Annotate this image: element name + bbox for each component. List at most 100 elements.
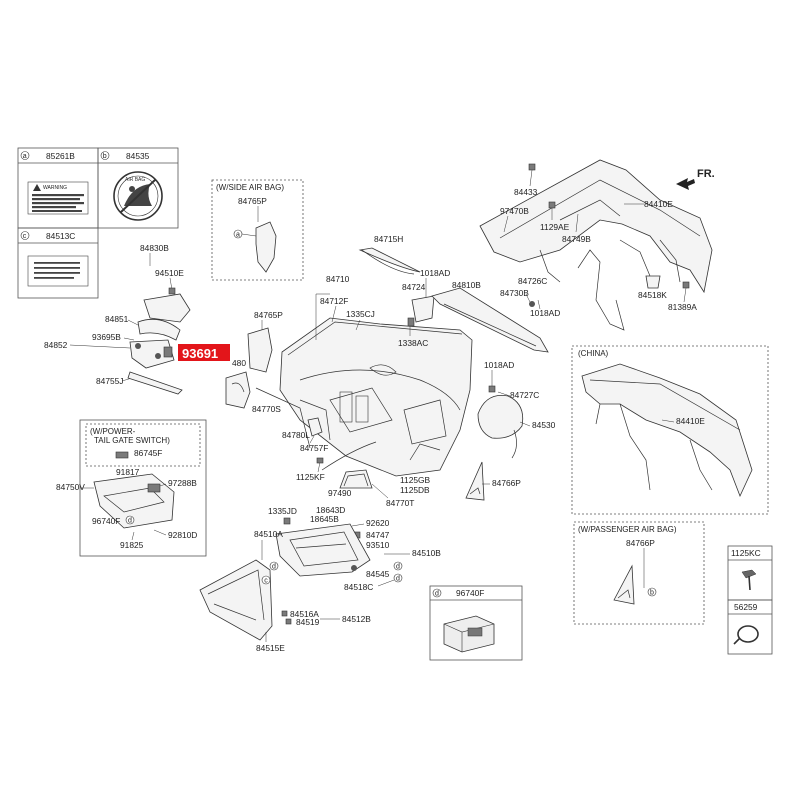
legend-box-1125KC: 1125KC bbox=[727, 545, 773, 601]
part-label-84765P_side: 84765P bbox=[238, 196, 267, 206]
part-label-97470B: 97470B bbox=[500, 206, 529, 216]
svg-text:b: b bbox=[650, 590, 654, 597]
part-label-1018AD_b: 1018AD bbox=[530, 308, 560, 318]
front-direction-label: FR. bbox=[697, 168, 715, 180]
svg-text:d: d bbox=[272, 564, 276, 571]
airbag-logo-text: AIR BAG bbox=[125, 177, 145, 183]
legend-part-84513C: 84513C bbox=[46, 231, 75, 241]
part-label-94510E: 94510E bbox=[155, 268, 184, 278]
part-label-96740F: 96740F bbox=[92, 516, 120, 526]
highlight-part-93691: 93691 bbox=[178, 344, 230, 361]
legend-box-56259: 56259 bbox=[727, 599, 773, 655]
clip-ring-icon bbox=[733, 625, 759, 645]
power-tailgate-note-line1: (W/POWER- bbox=[90, 427, 136, 436]
part-label-84766P_pass: 84766P bbox=[626, 538, 655, 548]
svg-text:96740F: 96740F bbox=[456, 588, 484, 598]
part-label-1125KF: 1125KF bbox=[296, 472, 325, 482]
part-label-84851: 84851 bbox=[105, 314, 129, 324]
part-label-84516A: 84516A bbox=[290, 609, 319, 619]
part-label-93695B: 93695B bbox=[92, 332, 121, 342]
part-84810B: 84810B bbox=[431, 280, 549, 353]
china-note: (CHINA) bbox=[578, 349, 609, 358]
legend-box-96740F: d 96740F bbox=[429, 585, 523, 661]
part-label-84770T: 84770T bbox=[386, 498, 414, 508]
highlight-badge bbox=[178, 344, 230, 361]
part-label-84510A: 84510A bbox=[254, 529, 283, 539]
airbag-logo-icon: AIR BAG bbox=[113, 171, 163, 221]
part-label-1125GB: 1125GB bbox=[400, 475, 431, 485]
part-label-84710: 84710 bbox=[326, 274, 350, 284]
part-label-91825: 91825 bbox=[120, 540, 144, 550]
part-label-84747: 84747 bbox=[366, 530, 390, 540]
part-label-1018AD_a: 1018AD bbox=[420, 268, 450, 278]
part-label-84750V: 84750V bbox=[56, 482, 85, 492]
part-label-84810B: 84810B bbox=[452, 280, 481, 290]
left-trim-parts: 84830B 94510E 84851 93695B 84852 84755J bbox=[44, 243, 191, 395]
part-84715H: 84715H bbox=[358, 234, 421, 275]
part-label-97288B: 97288B bbox=[168, 478, 197, 488]
part-label-84519: 84519 bbox=[296, 617, 320, 627]
part-label-1335JD: 1335JD bbox=[268, 506, 297, 516]
part-label-1335CJ: 1335CJ bbox=[346, 309, 375, 319]
part-label-1129AE: 1129AE bbox=[540, 222, 570, 232]
part-label-84433: 84433 bbox=[514, 187, 538, 197]
part-label-84852: 84852 bbox=[44, 340, 68, 350]
part-label-84712F: 84712F bbox=[320, 296, 348, 306]
part-label-84724: 84724 bbox=[402, 282, 426, 292]
part-label-84410E_china: 84410E bbox=[676, 416, 705, 426]
part-label-91817: 91817 bbox=[116, 467, 140, 477]
china-variant-group: (CHINA) 84410E bbox=[571, 345, 769, 515]
cowl-cross-bar: 84433 97470B 1129AE 84749B 84410E 84726C… bbox=[479, 159, 713, 331]
front-arrow-icon bbox=[676, 178, 695, 190]
part-label-84518C: 84518C bbox=[344, 582, 373, 592]
part-label-84749B: 84749B bbox=[562, 234, 591, 244]
part-label-84410E: 84410E bbox=[644, 199, 673, 209]
part-label-18645B: 18645B bbox=[310, 514, 339, 524]
power-tailgate-note-line2: TAIL GATE SWITCH) bbox=[94, 436, 170, 445]
part-label-84757F: 84757F bbox=[300, 443, 328, 453]
part-label-18643D: 18643D bbox=[316, 505, 345, 515]
svg-text:d: d bbox=[128, 518, 132, 525]
part-label-84755J: 84755J bbox=[96, 376, 123, 386]
part-label-84545: 84545 bbox=[366, 569, 390, 579]
svg-text:d: d bbox=[396, 564, 400, 571]
bracket-parts-center: 1018AD 84724 1338AC bbox=[398, 268, 450, 348]
legend-letter-d: d bbox=[435, 591, 439, 598]
center-lower-parts: 84770S 84780L 84757F 1125KF 97490 1125GB… bbox=[252, 387, 431, 508]
part-label-92620: 92620 bbox=[366, 518, 390, 528]
part-label-84780L: 84780L bbox=[282, 430, 310, 440]
power-tailgate-switch-group: (W/POWER- TAIL GATE SWITCH) 86745F 84750… bbox=[56, 419, 207, 557]
part-label-84518K: 84518K bbox=[638, 290, 667, 300]
part-label-480: 480 bbox=[232, 358, 246, 368]
part-label-84730B: 84730B bbox=[500, 288, 529, 298]
svg-text:d: d bbox=[396, 576, 400, 583]
side-air-bag-group: (W/SIDE AIR BAG) 84765P a bbox=[211, 179, 304, 281]
legend-box-85261B: a 85261B WARNING bbox=[17, 147, 99, 229]
side-air-bag-note: (W/SIDE AIR BAG) bbox=[216, 183, 284, 192]
speaker-parts: 84765P 480 bbox=[225, 310, 283, 409]
part-label-81389A: 81389A bbox=[668, 302, 697, 312]
svg-text:c: c bbox=[264, 578, 268, 585]
warning-sticker-title: WARNING bbox=[43, 185, 67, 191]
part-label-84830B: 84830B bbox=[140, 243, 169, 253]
passenger-air-bag-parts: 1018AD 84727C 84530 bbox=[477, 360, 556, 459]
switch-module-icon bbox=[443, 615, 495, 653]
legend-box-84535: b 84535 AIR BAG bbox=[97, 147, 179, 229]
svg-text:a: a bbox=[236, 232, 240, 239]
legend-letter-b: b bbox=[103, 153, 107, 160]
part-label-84726C: 84726C bbox=[518, 276, 547, 286]
legend-part-85261B: 85261B bbox=[46, 151, 75, 161]
part-label-84770S: 84770S bbox=[252, 404, 281, 414]
part-label-1018AD_c: 1018AD bbox=[484, 360, 514, 370]
part-label-1125DB: 1125DB bbox=[400, 485, 430, 495]
part-label-86745F: 86745F bbox=[134, 448, 162, 458]
part-label-93510: 93510 bbox=[366, 540, 390, 550]
svg-text:56259: 56259 bbox=[734, 602, 758, 612]
glove-box-assembly: 1335JD 18643D 18645B 92620 84747 93510 8… bbox=[199, 505, 441, 653]
part-label-84515E: 84515E bbox=[256, 643, 285, 653]
label-sticker-icon bbox=[27, 255, 89, 287]
part-label-84715H: 84715H bbox=[374, 234, 403, 244]
passenger-air-bag-note: (W/PASSENGER AIR BAG) bbox=[578, 525, 677, 534]
passenger-air-bag-variant: (W/PASSENGER AIR BAG) 84766P b bbox=[573, 521, 705, 625]
part-84766P: 84766P bbox=[465, 461, 521, 501]
